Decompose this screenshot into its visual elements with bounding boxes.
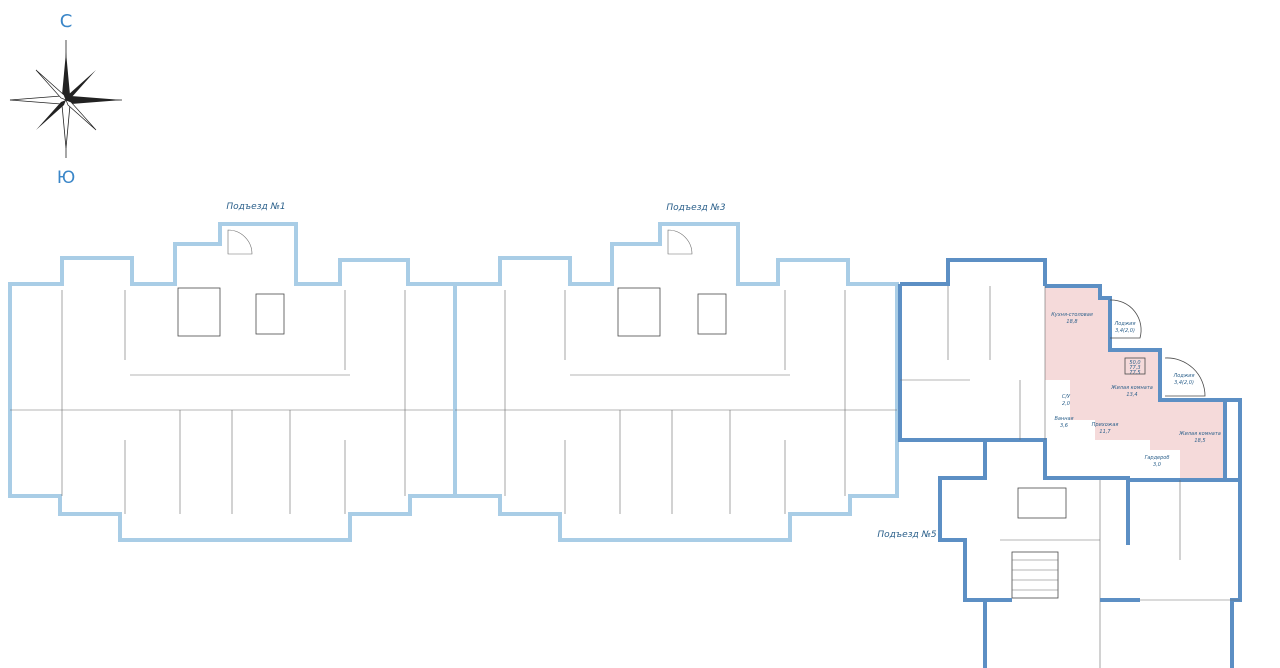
section-left <box>8 222 457 542</box>
room-wardrobe-name: Гардероб <box>1145 455 1170 461</box>
entrance-3-label: Подъезд №3 <box>666 203 726 213</box>
room-living-2-name: Жилая комната <box>1178 431 1221 437</box>
room-wc-name: С/У <box>1062 394 1071 400</box>
room-bath-name: Ванная <box>1054 416 1073 422</box>
apartment-area-total: 50,0 <box>1129 360 1140 366</box>
section-right <box>898 258 1242 668</box>
compass-star-icon <box>9 40 122 158</box>
room-wardrobe-area: 3,0 <box>1153 462 1161 468</box>
room-hall-name: Прихожая <box>1092 422 1119 428</box>
compass-rose: С Ю <box>9 11 122 188</box>
entrance-5-label: Подъезд №5 <box>877 530 937 540</box>
room-living-2-area: 18,5 <box>1194 438 1205 444</box>
apartment-area-extra: 77,5 <box>1129 370 1140 376</box>
room-loggia-1-area: 3,4(2,0) <box>1115 328 1135 334</box>
compass-north-label: С <box>60 11 73 32</box>
entrance-1-label: Подъезд №1 <box>226 202 285 212</box>
apartment-area-living: 77,3 <box>1129 365 1140 371</box>
apartment-labels: Кухня-столовая 18,8 Лоджия 3,4(2,0) Лодж… <box>1051 312 1221 468</box>
room-living-1-area: 13,4 <box>1126 392 1137 398</box>
room-wc-area: 2,0 <box>1062 401 1070 407</box>
section-middle <box>453 222 899 542</box>
room-hall-area: 11,7 <box>1099 429 1111 435</box>
room-loggia-2-area: 3,4(2,0) <box>1174 380 1194 386</box>
apartment-highlight <box>1045 284 1227 480</box>
room-loggia-2-name: Лоджия <box>1172 373 1194 379</box>
room-kitchen-area: 18,8 <box>1066 319 1077 325</box>
room-kitchen-name: Кухня-столовая <box>1051 312 1093 318</box>
compass-south-label: Ю <box>57 168 75 188</box>
room-living-1-name: Жилая комната <box>1110 385 1153 391</box>
room-bath-area: 3,6 <box>1060 423 1068 429</box>
room-loggia-1-name: Лоджия <box>1113 321 1135 327</box>
